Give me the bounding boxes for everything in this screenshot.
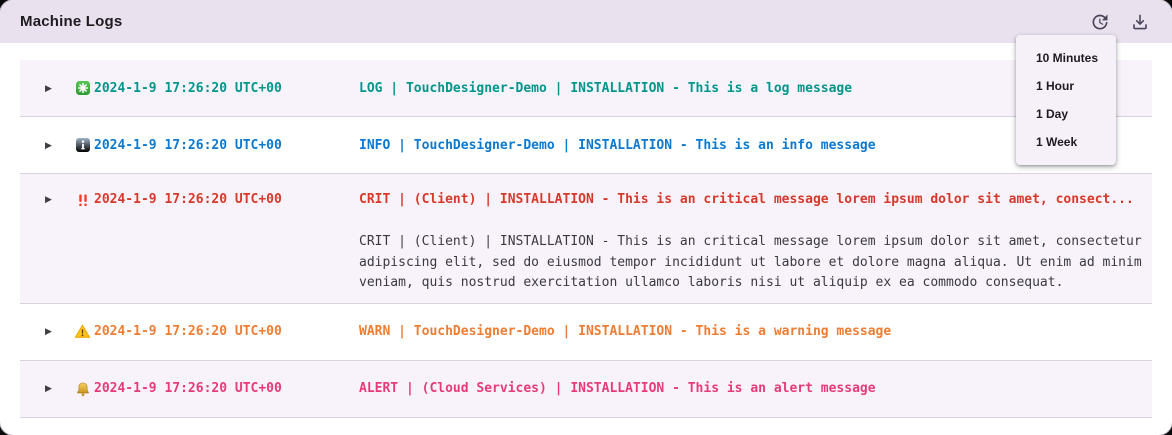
info-square-icon bbox=[74, 137, 91, 154]
time-range-menu: 10 Minutes 1 Hour 1 Day 1 Week bbox=[1016, 35, 1116, 165]
log-summary: CRIT | (Client) | INSTALLATION - This is… bbox=[359, 192, 1134, 207]
log-message-column: ALERT | (Cloud Services) | INSTALLATION … bbox=[359, 380, 1152, 397]
menu-item-1-week[interactable]: 1 Week bbox=[1036, 135, 1078, 149]
panel-title: Machine Logs bbox=[20, 13, 123, 30]
log-timestamp: 2024-1-9 17:26:20 UTC+00 bbox=[94, 324, 282, 339]
log-summary: WARN | TouchDesigner-Demo | INSTALLATION… bbox=[359, 324, 892, 339]
double-exclamation-icon bbox=[74, 191, 91, 208]
log-asterisk-icon bbox=[74, 80, 91, 97]
refresh-history-button[interactable] bbox=[1088, 10, 1112, 34]
expand-arrow-icon[interactable]: ▶ bbox=[45, 139, 52, 150]
log-summary: LOG | TouchDesigner-Demo | INSTALLATION … bbox=[359, 80, 853, 96]
log-row-warn[interactable]: ▶ 2024-1-9 17:26:20 UTC+00 WARN | TouchDes… bbox=[20, 303, 1152, 361]
warning-triangle-icon bbox=[74, 323, 91, 340]
log-timestamp: 2024-1-9 17:26:20 UTC+00 bbox=[94, 192, 282, 207]
log-row-alert[interactable]: ▶ 2024-1-9 17:26:20 UTC+00 ALERT | (Cloud … bbox=[20, 360, 1152, 418]
log-row-log[interactable]: ▶ 2024-1-9 17:26:20 UTC+00 LOG | TouchDesi… bbox=[20, 60, 1152, 117]
bell-icon bbox=[74, 380, 91, 397]
download-logs-button[interactable] bbox=[1128, 10, 1152, 34]
log-message-column: WARN | TouchDesigner-Demo | INSTALLATION… bbox=[359, 323, 1152, 340]
log-timestamp: 2024-1-9 17:26:20 UTC+00 bbox=[94, 137, 282, 153]
menu-item-1-hour[interactable]: 1 Hour bbox=[1036, 79, 1075, 93]
menu-item-1-day[interactable]: 1 Day bbox=[1036, 107, 1069, 121]
log-row-info[interactable]: ▶ 2024-1-9 17:26:20 UTC+00 INFO | TouchDes… bbox=[20, 117, 1152, 174]
log-details: CRIT | (Client) | INSTALLATION - This is… bbox=[359, 234, 1142, 290]
history-refresh-clock-icon bbox=[1090, 12, 1110, 32]
download-icon bbox=[1130, 12, 1150, 32]
log-timestamp: 2024-1-9 17:26:20 UTC+00 bbox=[94, 80, 282, 96]
log-list: ▶ 2024-1-9 17:26:20 UTC+00 LOG | TouchDesi… bbox=[20, 60, 1152, 418]
header-actions bbox=[1088, 10, 1152, 34]
log-summary: ALERT | (Cloud Services) | INSTALLATION … bbox=[359, 381, 876, 396]
panel-header: Machine Logs bbox=[0, 0, 1172, 43]
expand-arrow-icon[interactable]: ▶ bbox=[45, 383, 52, 393]
log-message-column: INFO | TouchDesigner-Demo | INSTALLATION… bbox=[359, 137, 1152, 154]
expand-arrow-icon[interactable]: ▶ bbox=[45, 326, 52, 336]
menu-item-10-minutes[interactable]: 10 Minutes bbox=[1036, 51, 1099, 65]
log-summary: INFO | TouchDesigner-Demo | INSTALLATION… bbox=[359, 137, 876, 153]
expand-arrow-icon[interactable]: ▶ bbox=[45, 82, 52, 93]
log-message-column: CRIT | (Client) | INSTALLATION - This is… bbox=[359, 191, 1152, 294]
log-timestamp: 2024-1-9 17:26:20 UTC+00 bbox=[94, 381, 282, 396]
expand-arrow-icon[interactable]: ▶ bbox=[45, 194, 52, 204]
log-message-column: LOG | TouchDesigner-Demo | INSTALLATION … bbox=[359, 80, 1152, 97]
